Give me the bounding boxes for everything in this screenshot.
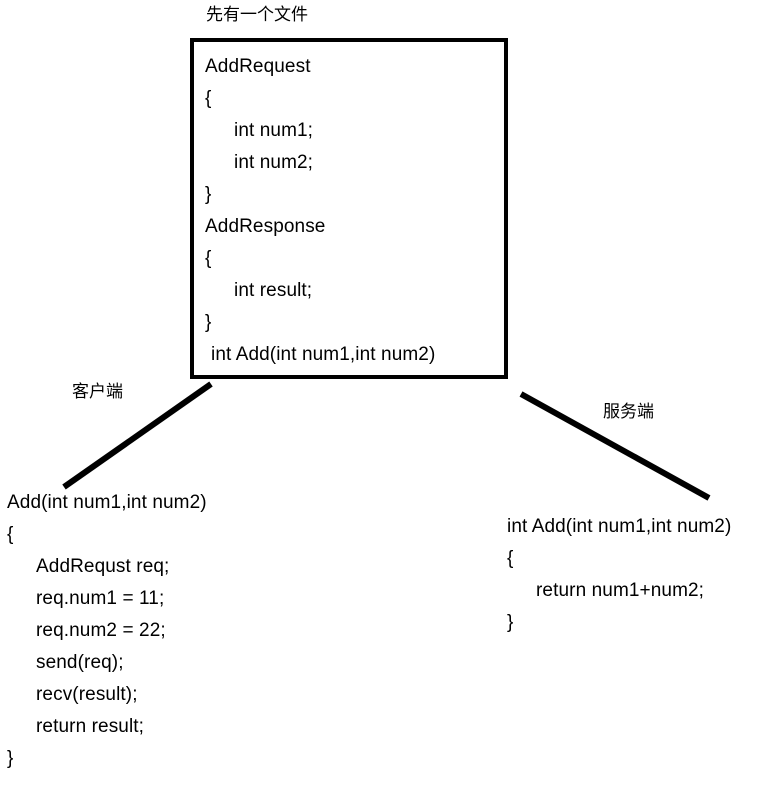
code-line: AddRequst req;: [36, 556, 170, 577]
code-line: req.num1 = 11;: [36, 588, 165, 609]
code-line: {: [507, 548, 514, 569]
code-line: }: [205, 184, 212, 205]
code-line: }: [205, 312, 212, 333]
code-line: {: [205, 88, 212, 109]
client-label: 客户端: [72, 382, 123, 402]
code-line: AddRequest: [205, 56, 311, 77]
client-code-block: Add(int num1,int num2) { AddRequst req; …: [7, 487, 207, 775]
code-line: req.num2 = 22;: [36, 620, 166, 641]
code-line: Add(int num1,int num2): [7, 492, 207, 513]
code-line: {: [7, 524, 14, 545]
code-line: return result;: [36, 716, 145, 737]
code-line: recv(result);: [36, 684, 138, 705]
code-line: int num2;: [234, 152, 314, 173]
code-line: }: [507, 612, 514, 633]
code-line: int num1;: [234, 120, 314, 141]
server-code-block: int Add(int num1,int num2) { return num1…: [507, 511, 731, 639]
code-line: }: [7, 748, 14, 769]
code-line: send(req);: [36, 652, 124, 673]
code-line: return num1+num2;: [536, 580, 705, 601]
code-line: int result;: [234, 280, 313, 301]
definition-code-block: AddRequest { int num1; int num2; } AddRe…: [205, 51, 435, 371]
diagram-title: 先有一个文件: [206, 5, 308, 25]
code-line: int Add(int num1,int num2): [211, 344, 436, 365]
code-line: int Add(int num1,int num2): [507, 516, 732, 537]
code-line: {: [205, 248, 212, 269]
definition-box: AddRequest { int num1; int num2; } AddRe…: [190, 38, 508, 379]
code-line: AddResponse: [205, 216, 326, 237]
server-label: 服务端: [603, 402, 654, 422]
